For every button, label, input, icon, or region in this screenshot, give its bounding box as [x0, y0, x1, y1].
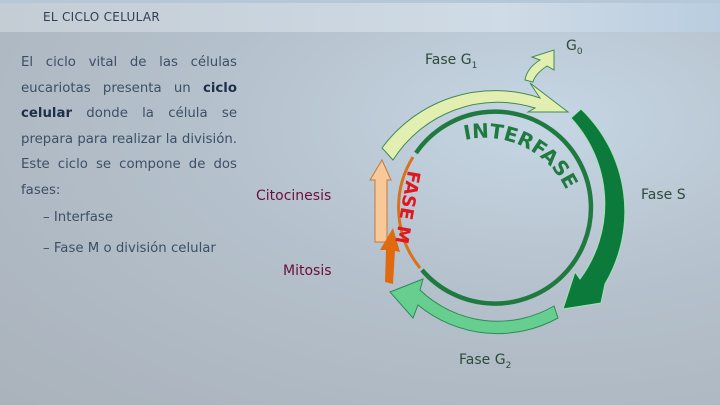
mitosis-label: Mitosis — [283, 263, 332, 279]
page-title: EL CICLO CELULAR — [43, 10, 161, 24]
mitosis-arrow — [380, 228, 400, 284]
title-bar: EL CICLO CELULAR — [0, 3, 720, 32]
s-arrow — [562, 108, 626, 310]
list-item-interfase: – Interfase — [43, 210, 114, 225]
g1-arrow — [381, 82, 570, 161]
interfase-label: INTERFASE — [462, 119, 583, 193]
list-item-fase-m: – Fase M o división celular — [43, 241, 216, 256]
g0-arrow — [524, 49, 555, 83]
intro-text-2: donde la célula se prepara para realizar… — [21, 106, 237, 198]
g2-arrow — [389, 278, 559, 335]
fase-m-label: FASE M — [390, 169, 423, 245]
intro-paragraph: El ciclo vital de las células eucariotas… — [21, 50, 237, 203]
top-border — [0, 0, 720, 3]
fase-g1-label: Fase G1 — [425, 52, 478, 71]
intro-text-1: El ciclo vital de las células eucariotas… — [21, 55, 237, 96]
fase-g2-label: Fase G2 — [459, 352, 512, 371]
fase-s-label: Fase S — [641, 187, 686, 203]
citocinesis-label: Citocinesis — [256, 188, 332, 204]
g0-label: G0 — [566, 38, 583, 57]
intro-bold: ciclo celular — [21, 80, 237, 122]
interfase-ring — [414, 109, 594, 306]
citocinesis-arrow — [369, 158, 392, 243]
fase-m-ring — [397, 156, 422, 269]
